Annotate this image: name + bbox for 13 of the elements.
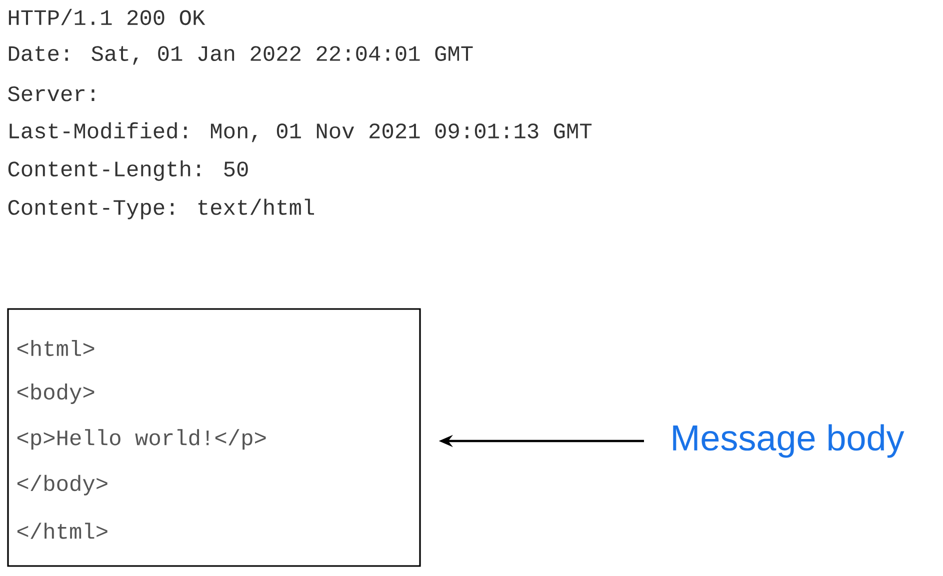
annotation-text: Message body	[673, 424, 904, 458]
header-line: Server:	[8, 86, 94, 102]
code-line: <p>Hello world!</p>	[17, 429, 266, 450]
header-line: Last-Modified: Mon, 01 Nov 2021 09:01:13 GMT	[10, 122, 592, 142]
code-line: </body>	[17, 474, 108, 496]
code-box	[7, 308, 421, 567]
code-line: </html>	[17, 522, 108, 539]
code-line: <html>	[17, 340, 94, 356]
header-line: Date: Sat, 01 Jan 2022 22:04:01 GMT	[8, 46, 473, 65]
header-line: Content-Type: text/html	[8, 198, 314, 220]
code-line: <body>	[17, 383, 94, 404]
header-line: Content-Length: 50	[8, 160, 248, 181]
header-line: HTTP/1.1 200 OK	[8, 8, 206, 26]
